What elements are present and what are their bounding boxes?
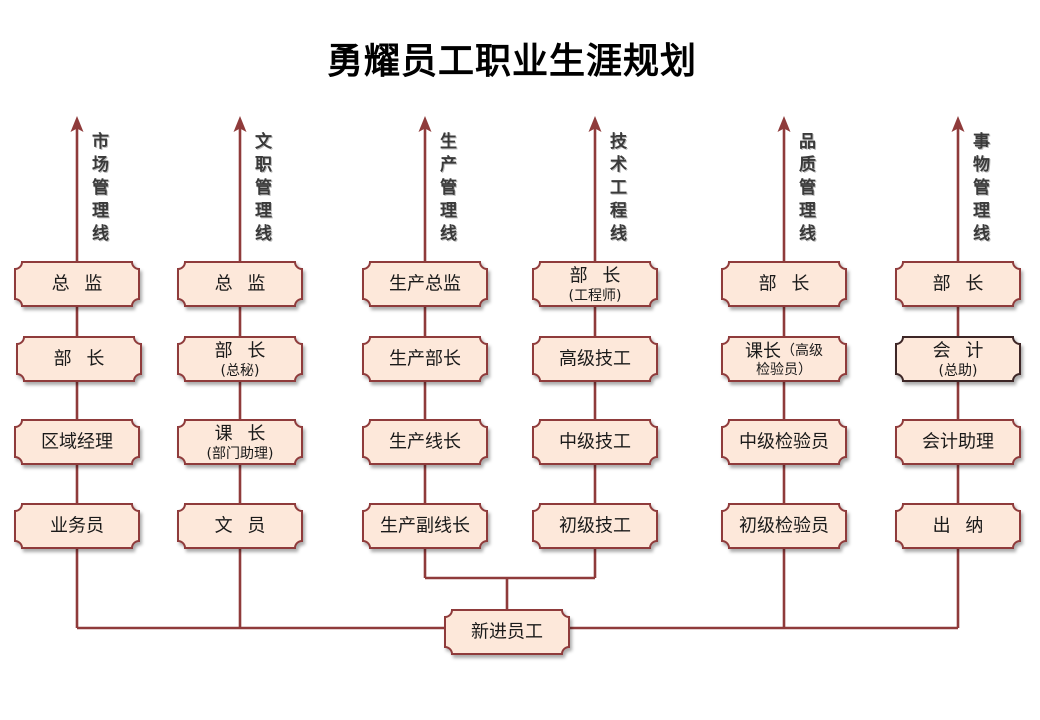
node-label: 中级检验员	[739, 432, 829, 453]
node-label: 会 计	[933, 341, 984, 362]
node-label-main: 课长	[745, 341, 781, 362]
node-marketing-manager: 部 长	[16, 336, 142, 382]
node-label: 新进员工	[471, 622, 543, 643]
node-deputy-line-leader: 生产副线长	[362, 503, 488, 549]
track-label-admin: 文职管理线	[251, 132, 271, 247]
node-new-employee: 新进员工	[444, 609, 570, 655]
track-label-technical: 技术工程线	[606, 132, 626, 247]
node-sublabel: (部门助理)	[207, 446, 274, 462]
arrow-up-icon	[951, 116, 965, 132]
node-label: 文 员	[215, 516, 266, 537]
arrow-up-icon	[418, 116, 432, 132]
node-junior-technician: 初级技工	[532, 503, 658, 549]
node-production-manager: 生产部长	[362, 336, 488, 382]
node-label: 总 监	[52, 274, 103, 295]
track-label-affairs: 事物管理线	[969, 132, 989, 247]
node-label-suffix: （高级	[781, 342, 823, 359]
node-mid-technician: 中级技工	[532, 419, 658, 465]
node-label: 部 长	[933, 274, 984, 295]
node-affairs-manager: 部 长	[895, 261, 1021, 307]
node-label: 部 长	[54, 349, 105, 370]
node-label: 生产总监	[389, 274, 461, 295]
node-quality-section-chief: 课长（高级 检验员）	[721, 336, 847, 382]
node-label: 区域经理	[41, 432, 113, 453]
node-label: 部 长	[215, 341, 266, 362]
node-label: 初级技工	[559, 516, 631, 537]
node-label: 出 纳	[933, 516, 984, 537]
node-salesperson: 业务员	[14, 503, 140, 549]
node-label: 部 长	[570, 266, 621, 287]
node-cashier: 出 纳	[895, 503, 1021, 549]
node-sublabel: 检验员）	[756, 362, 812, 378]
node-section-chief: 课 长 (部门助理)	[177, 419, 303, 465]
node-label: 会计助理	[922, 432, 994, 453]
node-sublabel: (总助)	[939, 363, 978, 379]
node-accountant: 会 计 (总助)	[895, 336, 1021, 382]
arrowheads	[70, 116, 965, 132]
node-admin-manager: 部 长 (总秘)	[177, 336, 303, 382]
node-regional-manager: 区域经理	[14, 419, 140, 465]
node-line-leader: 生产线长	[362, 419, 488, 465]
node-junior-inspector: 初级检验员	[721, 503, 847, 549]
node-quality-manager: 部 长	[721, 261, 847, 307]
track-label-marketing: 市场管理线	[88, 132, 108, 247]
node-label: 生产副线长	[380, 516, 470, 537]
node-label: 高级技工	[559, 349, 631, 370]
node-senior-technician: 高级技工	[532, 336, 658, 382]
node-label: 总 监	[215, 274, 266, 295]
node-production-director: 生产总监	[362, 261, 488, 307]
node-marketing-director: 总 监	[14, 261, 140, 307]
node-clerk: 文 员	[177, 503, 303, 549]
page-title: 勇耀员工职业生涯规划	[326, 41, 697, 82]
node-label: 中级技工	[559, 432, 631, 453]
node-label: 课 长	[215, 424, 266, 445]
node-mid-inspector: 中级检验员	[721, 419, 847, 465]
arrow-up-icon	[70, 116, 84, 132]
node-label: 初级检验员	[739, 516, 829, 537]
node-label: 生产部长	[389, 349, 461, 370]
arrow-up-icon	[777, 116, 791, 132]
node-label: 生产线长	[389, 432, 461, 453]
node-sublabel: (总秘)	[221, 363, 260, 379]
node-technical-manager: 部 长 (工程师)	[532, 261, 658, 307]
node-accounting-assistant: 会计助理	[895, 419, 1021, 465]
track-label-quality: 品质管理线	[795, 132, 815, 247]
node-label: 部 长	[759, 274, 810, 295]
arrow-up-icon	[233, 116, 247, 132]
node-label: 业务员	[50, 516, 104, 537]
node-sublabel: (工程师)	[569, 288, 622, 304]
arrow-up-icon	[588, 116, 602, 132]
track-label-production: 生产管理线	[436, 132, 456, 247]
node-admin-director: 总 监	[177, 261, 303, 307]
node-label: 课长（高级	[745, 341, 823, 362]
